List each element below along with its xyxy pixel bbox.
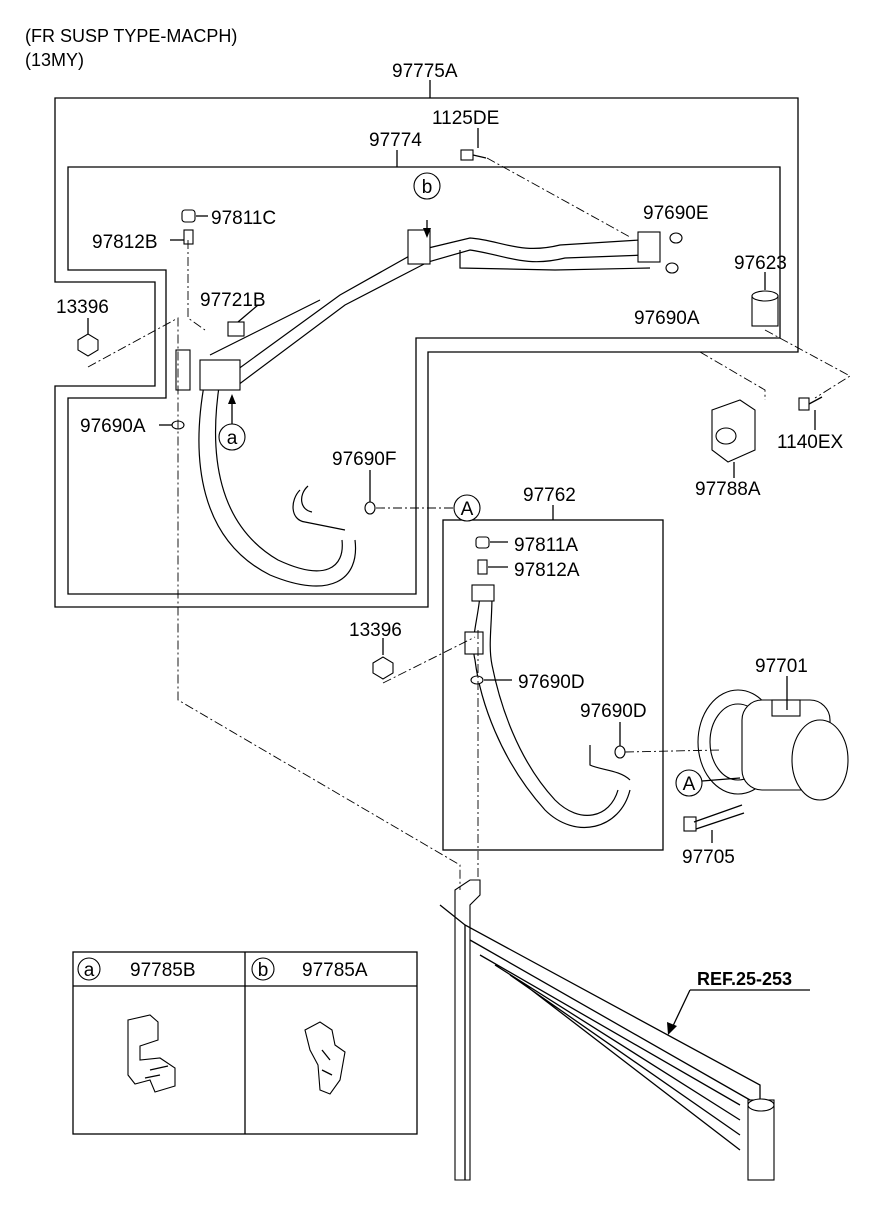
svg-text:a: a (227, 428, 238, 449)
o-ring-97690d-center (470, 675, 484, 685)
ref-leader (671, 989, 691, 1029)
legend-b-part: 97785A (302, 960, 368, 981)
frame-97774 (67, 166, 781, 595)
label-97811c: 97811C (211, 208, 276, 229)
frame-97775a (54, 97, 799, 608)
block-fitting (199, 359, 241, 391)
cap-97811c (181, 209, 196, 223)
valve-core-97812b (183, 229, 194, 245)
legend-a-part: 97785B (130, 960, 196, 981)
o-ring-97690f (364, 501, 376, 515)
connector-dash-1 (486, 157, 631, 238)
label-97690f: 97690F (332, 449, 396, 470)
connector-dash-8 (764, 329, 851, 399)
valve-core-97812a (477, 559, 488, 575)
label-97762: 97762 (523, 485, 576, 506)
pressure-switch-97623 (751, 290, 779, 327)
nut-13396-upper (77, 333, 99, 357)
connector-dash-2 (87, 317, 461, 890)
compressor-97701 (697, 689, 849, 801)
callout-A-upper: A (453, 494, 481, 522)
label-97812b: 97812B (92, 232, 158, 253)
label-97775a: 97775A (392, 61, 458, 82)
label-97690d-center: 97690D (518, 672, 585, 693)
bracket-97788a (711, 399, 756, 463)
label-13396-upper: 13396 (56, 297, 109, 318)
label-97690d-right: 97690D (580, 701, 647, 722)
connector-dash-5 (382, 636, 476, 684)
leader-97721b (237, 304, 259, 323)
callout-a: a (218, 423, 246, 451)
label-97812a: 97812A (514, 560, 580, 581)
arrow-a (228, 394, 236, 404)
clip-97721b (227, 321, 245, 337)
cap-97811a (475, 536, 490, 549)
legend-b-circle (251, 957, 275, 981)
svg-text:A: A (461, 499, 474, 520)
condenser (439, 879, 775, 1181)
label-97705: 97705 (682, 847, 735, 868)
ref-arrowhead (667, 1022, 677, 1035)
header-line-1: (FR SUSP TYPE-MACPH) (25, 26, 237, 46)
svg-text:A: A (683, 774, 696, 795)
legend-a-circle (77, 957, 101, 981)
label-97701: 97701 (755, 656, 808, 677)
svg-text:b: b (422, 177, 433, 198)
clip-97785b-illustration (127, 1014, 176, 1093)
o-ring-97690d-right (614, 745, 626, 759)
label-13396-lower: 13396 (349, 620, 402, 641)
label-1140ex: 1140EX (777, 432, 844, 453)
nut-13396-lower (372, 656, 394, 680)
bolt-97705 (683, 804, 745, 832)
ref-label: REF.25-253 (697, 969, 792, 989)
connector-dash-7 (699, 351, 766, 400)
label-97623: 97623 (734, 253, 787, 274)
hose-end-fitting (637, 231, 661, 263)
label-1125de: 1125DE (432, 108, 499, 129)
clip-97785a-illustration (304, 1021, 346, 1095)
label-97690a-right: 97690A (634, 308, 700, 329)
label-97788a: 97788A (695, 479, 761, 500)
callout-A-compressor: A (675, 769, 703, 797)
label-97690e: 97690E (643, 203, 709, 224)
label-97690a-left: 97690A (80, 416, 146, 437)
legend-a-letter: a (84, 960, 95, 981)
o-ring-97690a-right (665, 262, 679, 274)
bolt-1125de (460, 149, 487, 161)
callout-b: b (413, 172, 441, 200)
tube-clamp (464, 631, 484, 655)
legend-table: a 97785B b 97785A (72, 951, 418, 1135)
arrow-b (423, 228, 431, 238)
o-ring-97690e (669, 232, 683, 244)
leader-callout-a-compressor (701, 777, 741, 782)
header-line-2: (13MY) (25, 50, 84, 70)
label-97811a: 97811A (514, 535, 578, 556)
connector-dash-6 (624, 749, 721, 753)
tube-fitting (471, 584, 495, 602)
liquid-hose-assembly (464, 584, 631, 828)
legend-b-letter: b (258, 960, 269, 981)
service-valve (175, 349, 191, 391)
suction-discharge-hose-assembly (175, 229, 661, 587)
label-97774: 97774 (369, 130, 422, 151)
connector-dash-3 (187, 240, 206, 331)
bolt-1140ex (798, 396, 823, 411)
label-97721b: 97721B (200, 290, 266, 311)
bracket-b (407, 229, 431, 265)
